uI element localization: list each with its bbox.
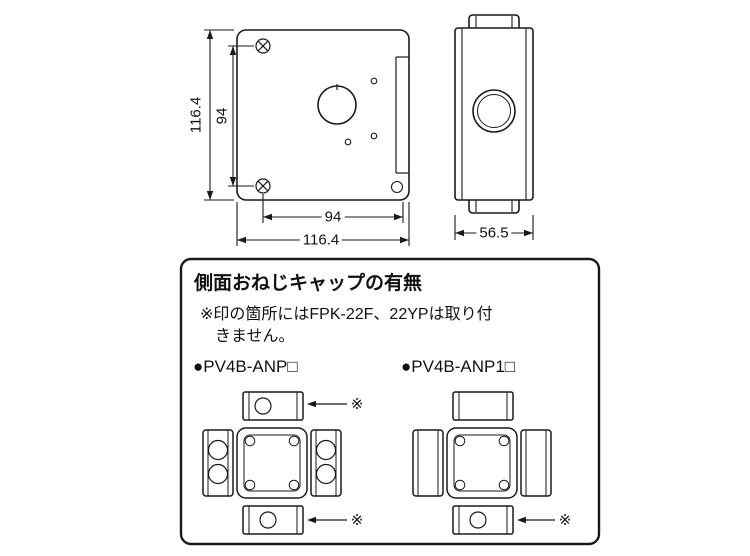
anp-left-side	[202, 429, 234, 497]
screw-bottom-left-icon	[255, 178, 271, 194]
anp1-center-box	[446, 427, 518, 499]
anp-bottom-cap	[242, 505, 304, 535]
anp1-left-side	[412, 429, 444, 497]
cluster-pv4b-anp1	[412, 391, 555, 535]
model-label-pv4b-anp1: ●PV4B-ANP1□	[401, 357, 516, 376]
screw-top-left-icon	[255, 38, 271, 54]
side-knockout-circle	[472, 89, 516, 133]
dim-label-width-outer: 116.4	[299, 231, 343, 249]
center-knockout-circle	[317, 85, 357, 125]
info-box-border	[179, 257, 601, 546]
info-box-note-line1: ※印の箇所にはFPK-22F、22YPは取り付	[200, 306, 493, 323]
cap-hole	[259, 511, 277, 529]
anp-right-side	[310, 429, 342, 497]
anp-center-box	[236, 427, 308, 499]
info-box-title: 側面おねじキャップの有無	[194, 273, 423, 294]
front-view-dimensions	[204, 29, 410, 246]
pilot-hole	[370, 77, 378, 85]
asterisk-mark-anp-bottom: ※	[350, 512, 364, 529]
side-hole	[207, 463, 229, 485]
corner-boss	[390, 180, 404, 194]
model-label-pv4b-anp: ●PV4B-ANP□	[193, 357, 298, 376]
front-view-outline	[236, 29, 410, 201]
anp-top-arrow	[307, 400, 347, 408]
side-hole	[315, 463, 337, 485]
front-view	[236, 29, 410, 201]
side-hole	[315, 439, 337, 461]
top-cap-profile	[468, 14, 520, 28]
dim-label-height-inner: 94	[213, 104, 231, 128]
anp1-bottom-arrow	[517, 516, 555, 524]
side-view	[454, 14, 534, 214]
pilot-hole	[344, 138, 352, 146]
dim-label-width-inner: 94	[321, 208, 345, 226]
anp1-bottom-cap	[452, 505, 514, 535]
anp1-top-cap	[452, 391, 514, 421]
cap-hole	[469, 511, 487, 529]
cluster-pv4b-anp	[202, 391, 347, 535]
dim-label-height-outer: 116.4	[187, 93, 205, 137]
side-view-outline	[454, 27, 534, 201]
info-box-note-line2: きません。	[215, 328, 295, 345]
bottom-cap-profile	[468, 200, 520, 214]
anp-top-cap	[242, 391, 304, 421]
dim-label-depth: 56.5	[476, 224, 512, 242]
side-flange	[395, 56, 409, 174]
side-knockout-inner-circle	[477, 94, 511, 128]
cap-hole	[254, 397, 272, 415]
asterisk-mark-anp1-bottom: ※	[558, 512, 572, 529]
side-hole	[207, 439, 229, 461]
anp-bottom-arrow	[307, 516, 347, 524]
pilot-hole	[370, 132, 378, 140]
anp1-right-side	[520, 429, 552, 497]
asterisk-mark-anp-top: ※	[350, 396, 364, 413]
